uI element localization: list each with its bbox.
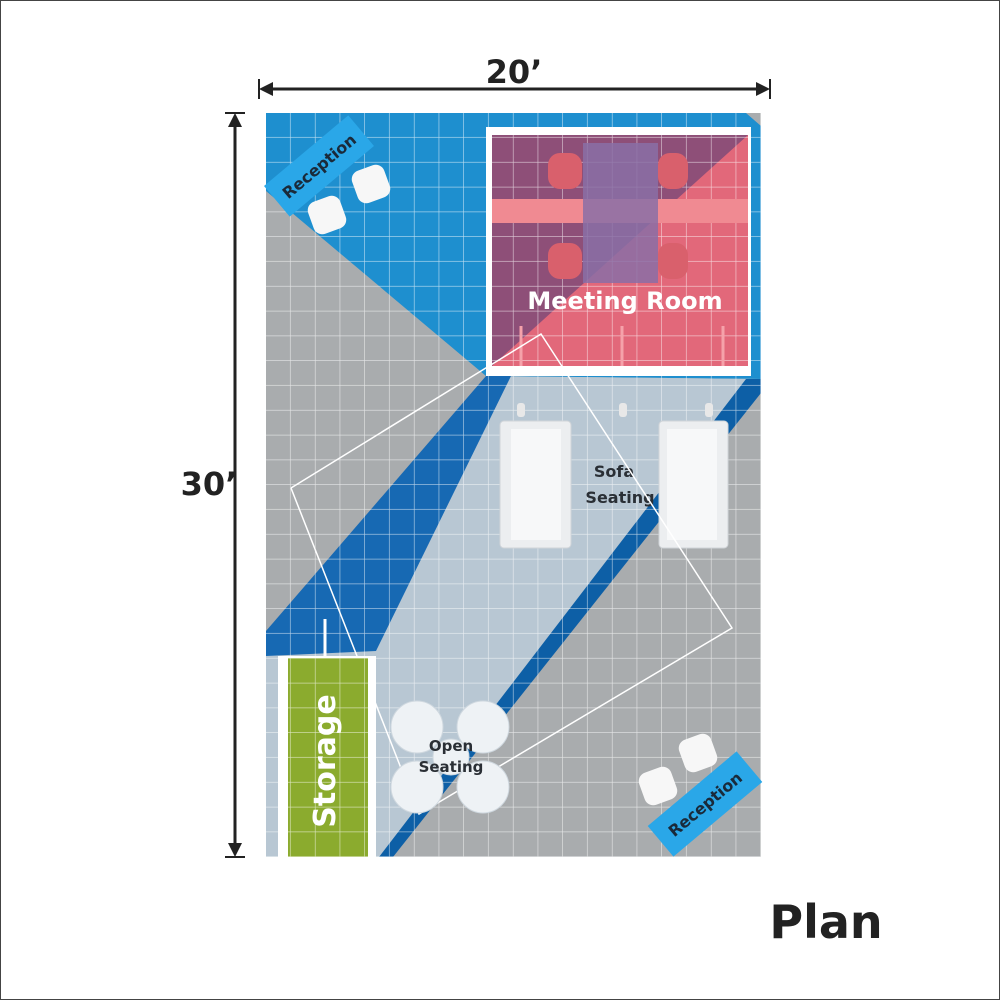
open-seating[interactable]: Open Seating xyxy=(390,700,510,814)
storage-label: Storage xyxy=(308,694,343,827)
chair xyxy=(307,195,347,235)
height-label: 30’ xyxy=(181,465,238,503)
meeting-room-label: Meeting Room xyxy=(527,287,722,315)
sightline-outline xyxy=(290,332,734,816)
chair xyxy=(638,766,678,806)
sofa-seating-label-2: Seating xyxy=(585,488,654,507)
sofa-seating-label-1: Sofa xyxy=(594,462,634,481)
meeting-chairs xyxy=(548,153,688,279)
height-dimension: 30’ xyxy=(181,112,245,858)
open-seating-label-1: Open xyxy=(429,737,473,755)
meeting-table xyxy=(583,143,658,283)
width-dimension: 20’ xyxy=(258,53,771,99)
reception-top[interactable]: Reception xyxy=(264,115,393,236)
storage[interactable]: Storage xyxy=(278,619,376,857)
chair xyxy=(351,164,391,204)
plan-title: Plan xyxy=(769,895,882,949)
sofa-seating[interactable]: Sofa Seating xyxy=(499,403,729,549)
width-label: 20’ xyxy=(486,53,543,91)
meeting-room[interactable]: Meeting Room xyxy=(486,127,751,376)
chair xyxy=(678,733,718,773)
open-seating-label-2: Seating xyxy=(419,758,484,776)
